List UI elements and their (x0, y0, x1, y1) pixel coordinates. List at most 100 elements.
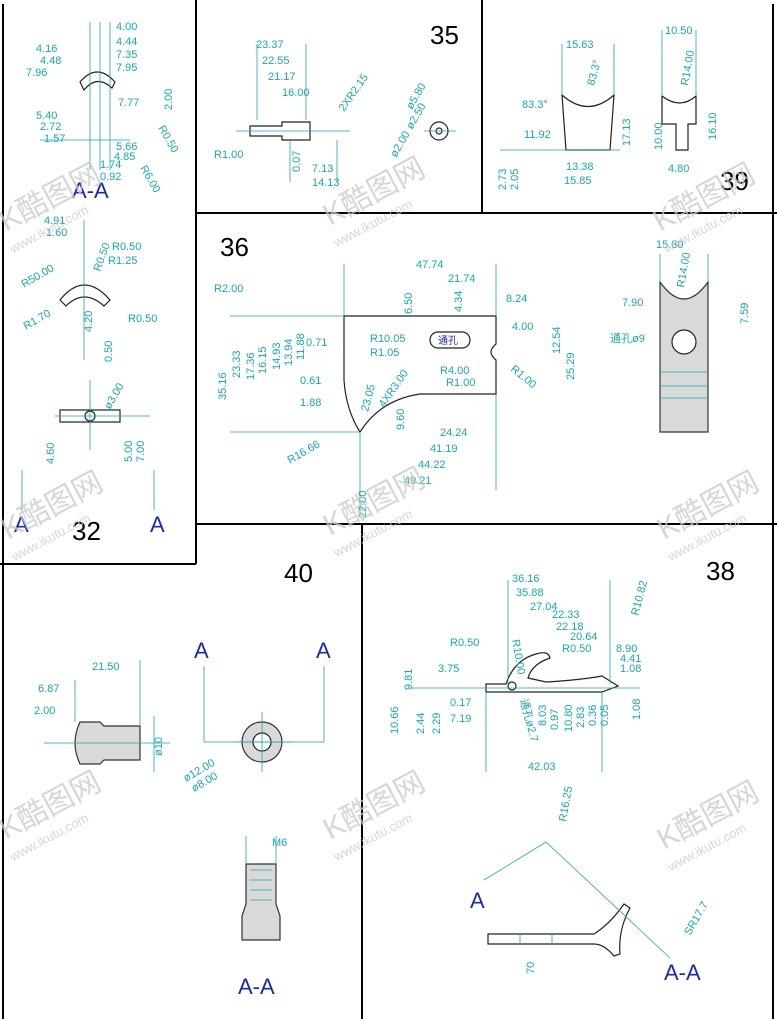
dim: 41.19 (430, 443, 458, 455)
dim: 4.16 (36, 43, 57, 55)
dim: ø3.00 (102, 381, 126, 411)
dim: 16.15 (257, 346, 269, 374)
dim: 4.80 (668, 163, 689, 175)
dim: 23.37 (256, 39, 284, 51)
part-32-mid-profile (59, 284, 111, 307)
dim: 2.00 (163, 89, 175, 110)
dim: 5.40 (36, 110, 57, 122)
dim: R14.00 (679, 49, 697, 86)
dim: R1.05 (370, 347, 399, 359)
dim: R16.66 (286, 438, 323, 466)
dim: R1.00 (446, 377, 475, 389)
part-38-bottom-view (487, 903, 631, 957)
dim: 7.90 (622, 297, 643, 309)
dim: 22.18 (556, 621, 584, 633)
dim: 7.13 (312, 163, 333, 175)
dim: 0.71 (306, 337, 327, 349)
dim: 0.61 (300, 375, 321, 387)
dim: 3.75 (438, 663, 459, 675)
dim: 1.08 (620, 663, 641, 675)
dim: R0.50 (450, 637, 479, 649)
dim: 15.85 (564, 175, 592, 187)
panel-38: 36.16 35.88 27.04 22.33 22.18 20.64 R0.5… (389, 556, 735, 985)
part-39-side-view (661, 94, 697, 151)
dim: 4.41 (620, 653, 641, 665)
panel-number: 36 (220, 232, 249, 262)
dim: 21.74 (448, 273, 476, 285)
dim: 2.83 (575, 707, 587, 728)
dim: 13.38 (566, 161, 594, 173)
dim: 23.33 (231, 350, 243, 378)
dim: 0.17 (450, 697, 471, 709)
dim: R1.00 (508, 363, 538, 391)
dim: 10.50 (665, 25, 693, 37)
dim: R10.82 (629, 579, 650, 616)
dim: 9.60 (395, 409, 407, 430)
section-label: A-A (72, 178, 109, 203)
section-label: A-A (238, 974, 275, 999)
thread-label: M6 (272, 837, 287, 849)
dim: 22.55 (262, 55, 290, 67)
dim: 14.93 (271, 342, 283, 370)
dim: 35.16 (217, 372, 229, 400)
dim: 12.54 (551, 326, 563, 354)
dim: 4.34 (453, 291, 465, 312)
dim: 4.44 (116, 36, 137, 48)
dim: 7.59 (739, 303, 751, 324)
dim: R10.00 (509, 638, 527, 675)
dim: 14.13 (312, 177, 340, 189)
panel-number: 40 (284, 558, 313, 588)
dim: 7.95 (116, 62, 137, 74)
dim: 8.03 (537, 705, 549, 726)
part-36-slot (429, 331, 471, 349)
dim: R1.70 (22, 308, 53, 333)
dim: 2.29 (431, 713, 443, 734)
dim: 7.00 (135, 441, 147, 462)
dim: 11.92 (524, 129, 551, 141)
dim: 83.3° (585, 59, 603, 87)
part-32-top-profile (79, 71, 116, 92)
panel-number: 35 (430, 20, 459, 50)
dim: 2.44 (415, 713, 427, 734)
dim: 20.64 (570, 631, 598, 643)
dim: 70 (525, 962, 537, 974)
dim: R6.00 (137, 164, 162, 195)
panel-35: 23.37 22.55 21.17 16.00 7.13 14.13 R1.00… (214, 20, 459, 189)
dim: 2.72 (40, 121, 61, 133)
dim: 22.33 (552, 609, 580, 621)
sphere-label: SR17.7 (682, 900, 711, 938)
dim: 7.35 (116, 49, 137, 61)
dim: 47.74 (416, 259, 444, 271)
dim: R10.05 (370, 333, 405, 345)
dim: 1.57 (44, 133, 65, 145)
dim: 2XR2.15 (337, 72, 371, 114)
part-40-section-view (241, 863, 281, 941)
dim: 4.91 (44, 215, 65, 227)
dim: R0.50 (562, 643, 591, 655)
dim: 0.92 (100, 171, 121, 183)
dim: 36.16 (512, 573, 540, 585)
dim: 11.88 (295, 333, 307, 360)
part-36-side-profile (343, 315, 497, 434)
dim: 21.50 (92, 661, 120, 673)
dim: 0.97 (549, 709, 561, 730)
dim: R2.00 (214, 283, 243, 295)
dim: 0.07 (291, 151, 303, 172)
dim: R1.00 (214, 149, 243, 161)
dim: 6.87 (38, 683, 59, 695)
dim: 7.77 (118, 97, 139, 109)
through-hole-label: 通孔ø9 (610, 332, 645, 345)
view-label-left: A (194, 638, 209, 663)
dim: 1.60 (46, 227, 67, 239)
panel-number: 38 (706, 556, 735, 586)
dim: 10.80 (563, 704, 575, 732)
dim: 0.36 (587, 705, 599, 726)
panel-39: 15.63 10.50 83.3° 11.92 13.38 15.85 4.80… (497, 25, 749, 196)
dim: R16.25 (557, 785, 575, 822)
dim: R0.50 (155, 124, 180, 155)
dim: 25.29 (565, 352, 577, 380)
dim: R1.25 (108, 255, 137, 267)
dim: 27.04 (530, 601, 558, 613)
dim: 2.05 (509, 169, 521, 190)
